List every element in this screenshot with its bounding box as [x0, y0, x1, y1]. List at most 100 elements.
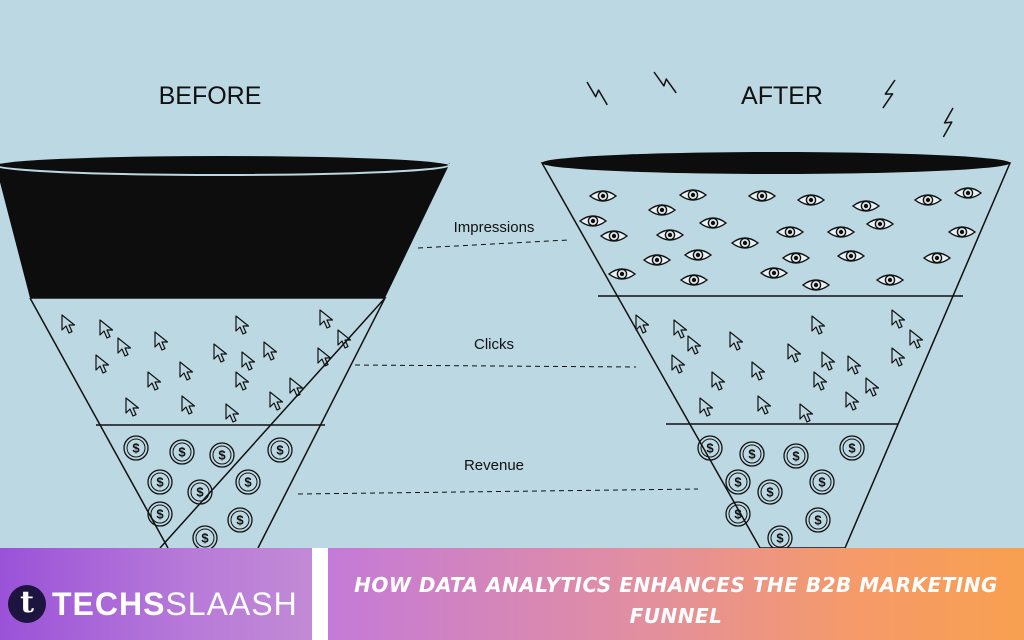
cursor-arrow-icon	[125, 397, 140, 417]
cursor-arrow-icon	[269, 391, 284, 411]
dollar-coin-icon	[839, 435, 865, 461]
dollar-coin-icon	[805, 507, 831, 533]
cursor-arrow-icon	[95, 354, 110, 374]
eye-icon	[589, 190, 617, 202]
dollar-coin-icon	[169, 439, 195, 465]
eye-icon	[923, 252, 951, 264]
lightning-bolt-icon	[872, 79, 905, 109]
eye-icon	[782, 252, 810, 264]
cursor-arrow-icon	[181, 395, 196, 415]
eye-icon	[600, 230, 628, 242]
dollar-coin-icon	[227, 507, 253, 533]
cursor-arrow-icon	[317, 347, 332, 367]
eye-icon	[914, 194, 942, 206]
eye-icon	[648, 204, 676, 216]
cursor-arrow-icon	[699, 397, 714, 417]
funnel-comparison-diagram: $ BEFORE AFTER Impressions Clicks Revenu…	[0, 67, 1012, 548]
eye-icon	[643, 254, 671, 266]
dollar-coin-icon	[783, 443, 809, 469]
cursor-arrow-icon	[147, 371, 162, 391]
eye-icon	[802, 279, 830, 291]
cursor-arrow-icon	[799, 403, 814, 423]
eye-icon	[948, 226, 976, 238]
cursor-arrow-icon	[673, 319, 688, 339]
lightning-bolt-icon	[653, 67, 677, 98]
cursor-arrow-icon	[263, 341, 278, 361]
eye-icon	[679, 189, 707, 201]
cursor-arrow-icon	[909, 329, 924, 349]
eye-icon	[866, 218, 894, 230]
dollar-coin-icon	[192, 525, 218, 548]
cursor-arrow-icon	[671, 354, 686, 374]
dollar-coin-icon	[267, 437, 293, 463]
headline-panel: HOW DATA ANALYTICS ENHANCES THE B2B MARK…	[328, 548, 1024, 640]
eye-icon	[954, 187, 982, 199]
dollar-coin-icon	[809, 469, 835, 495]
lightning-bolt-icon	[932, 107, 965, 138]
cursor-arrow-icon	[845, 391, 860, 411]
cursor-arrow-icon	[891, 309, 906, 329]
brand-name-light: SLAASH	[165, 586, 298, 622]
cursor-arrow-icon	[337, 329, 352, 349]
before-clicks-icons	[61, 309, 352, 423]
after-funnel-outline	[540, 162, 1012, 548]
dollar-coin-icon	[757, 479, 783, 505]
eye-icon	[776, 226, 804, 238]
footer-banner: t TECHSSLAASH HOW DATA ANALYTICS ENHANCE…	[0, 548, 1024, 640]
dollar-coin-icon	[209, 442, 235, 468]
cursor-arrow-icon	[61, 314, 76, 334]
cursor-arrow-icon	[154, 331, 169, 351]
cursor-arrow-icon	[289, 377, 304, 397]
eye-icon	[876, 274, 904, 286]
cursor-arrow-icon	[891, 347, 906, 367]
before-funnel-rim	[0, 154, 451, 176]
cursor-arrow-icon	[787, 343, 802, 363]
before-lower-funnel	[30, 297, 387, 548]
cursor-arrow-icon	[319, 309, 334, 329]
cursor-arrow-icon	[241, 351, 256, 371]
stage-label-revenue: Revenue	[464, 457, 524, 474]
stage-label-clicks: Clicks	[474, 336, 514, 353]
dollar-coin-icon	[725, 501, 751, 527]
cursor-arrow-icon	[821, 351, 836, 371]
stage-label-impressions: Impressions	[454, 219, 535, 236]
brand-name-bold: TECHS	[52, 586, 166, 622]
clicks-connector	[354, 364, 637, 368]
cursor-arrow-icon	[117, 337, 132, 357]
logo-mark: t	[8, 585, 46, 623]
cursor-arrow-icon	[729, 331, 744, 351]
cursor-arrow-icon	[757, 395, 772, 415]
impressions-connector	[417, 239, 569, 249]
cursor-arrow-icon	[213, 343, 228, 363]
eye-icon	[760, 267, 788, 279]
revenue-connector	[297, 488, 699, 495]
logo-panel: t TECHSSLAASH	[0, 548, 312, 640]
eye-icon	[797, 194, 825, 206]
dollar-coin-icon	[235, 469, 261, 495]
before-label: BEFORE	[159, 82, 262, 110]
after-label: AFTER	[741, 82, 823, 110]
cursor-arrow-icon	[811, 315, 826, 335]
cursor-arrow-icon	[847, 355, 862, 375]
dollar-coin-icon	[767, 525, 793, 548]
cursor-arrow-icon	[751, 361, 766, 381]
eye-icon	[748, 190, 776, 202]
cursor-arrow-icon	[179, 361, 194, 381]
cursor-arrow-icon	[235, 315, 250, 335]
eye-icon	[579, 215, 607, 227]
banner-divider	[312, 548, 328, 640]
dollar-coin-icon	[147, 469, 173, 495]
lightning-bolt-icon	[586, 78, 609, 109]
eye-icon	[680, 274, 708, 286]
after-funnel-rim	[542, 152, 1010, 174]
dollar-coin-icon	[147, 501, 173, 527]
cursor-arrow-icon	[99, 319, 114, 339]
before-funnel	[0, 154, 451, 548]
dollar-coin-icon	[697, 435, 723, 461]
after-funnel	[540, 152, 1012, 548]
dollar-coin-icon	[123, 435, 149, 461]
after-impressions-icons	[579, 187, 982, 291]
eye-icon	[699, 217, 727, 229]
cursor-arrow-icon	[813, 371, 828, 391]
cursor-arrow-icon	[711, 371, 726, 391]
